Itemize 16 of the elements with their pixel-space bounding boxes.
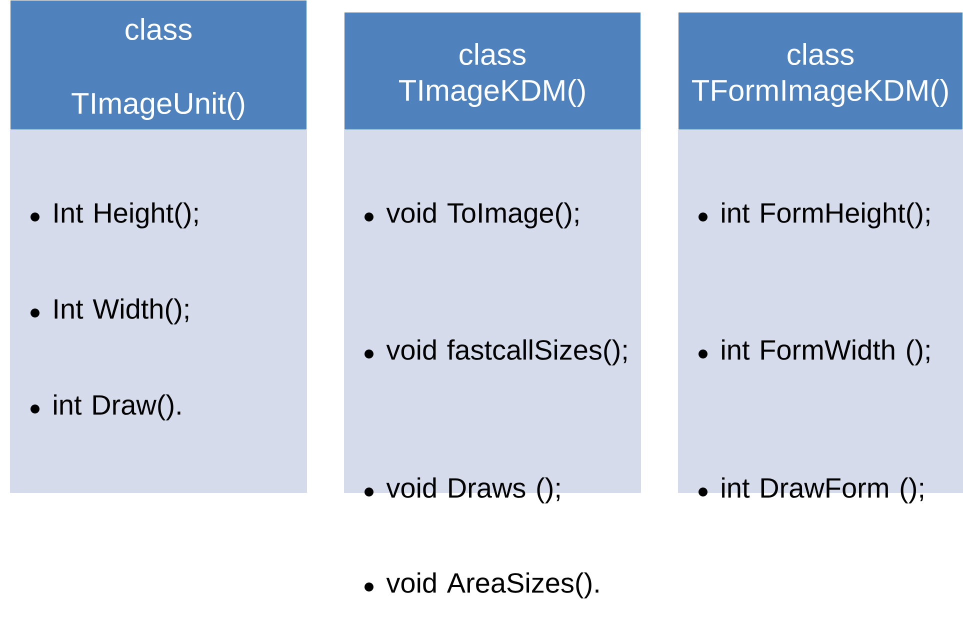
class-header: class TImageUnit() [10,0,308,130]
bullet-item: void Draws (); [364,477,560,504]
bullet-item: Int Width(); [30,298,188,324]
bullet-item: int Draw(). [30,394,180,420]
bullet-item: int FormWidth (); [698,339,930,366]
bullet-item: int DrawForm (); [698,477,923,504]
bullet-item: Int Height(); [30,202,198,228]
class-header: class TImageKDM() [344,12,642,130]
bullet-item: int FormHeight(); [698,202,930,228]
bullet-item: void AreaSizes(). [364,572,598,598]
bullet-item: void ToImage(); [364,202,578,228]
bullet-item: void fastcallSizes(); [364,339,626,366]
class-body [10,130,307,493]
class-body [344,130,641,598]
class-header: class TFormImageKDM() [678,12,963,130]
class-body [678,130,963,504]
